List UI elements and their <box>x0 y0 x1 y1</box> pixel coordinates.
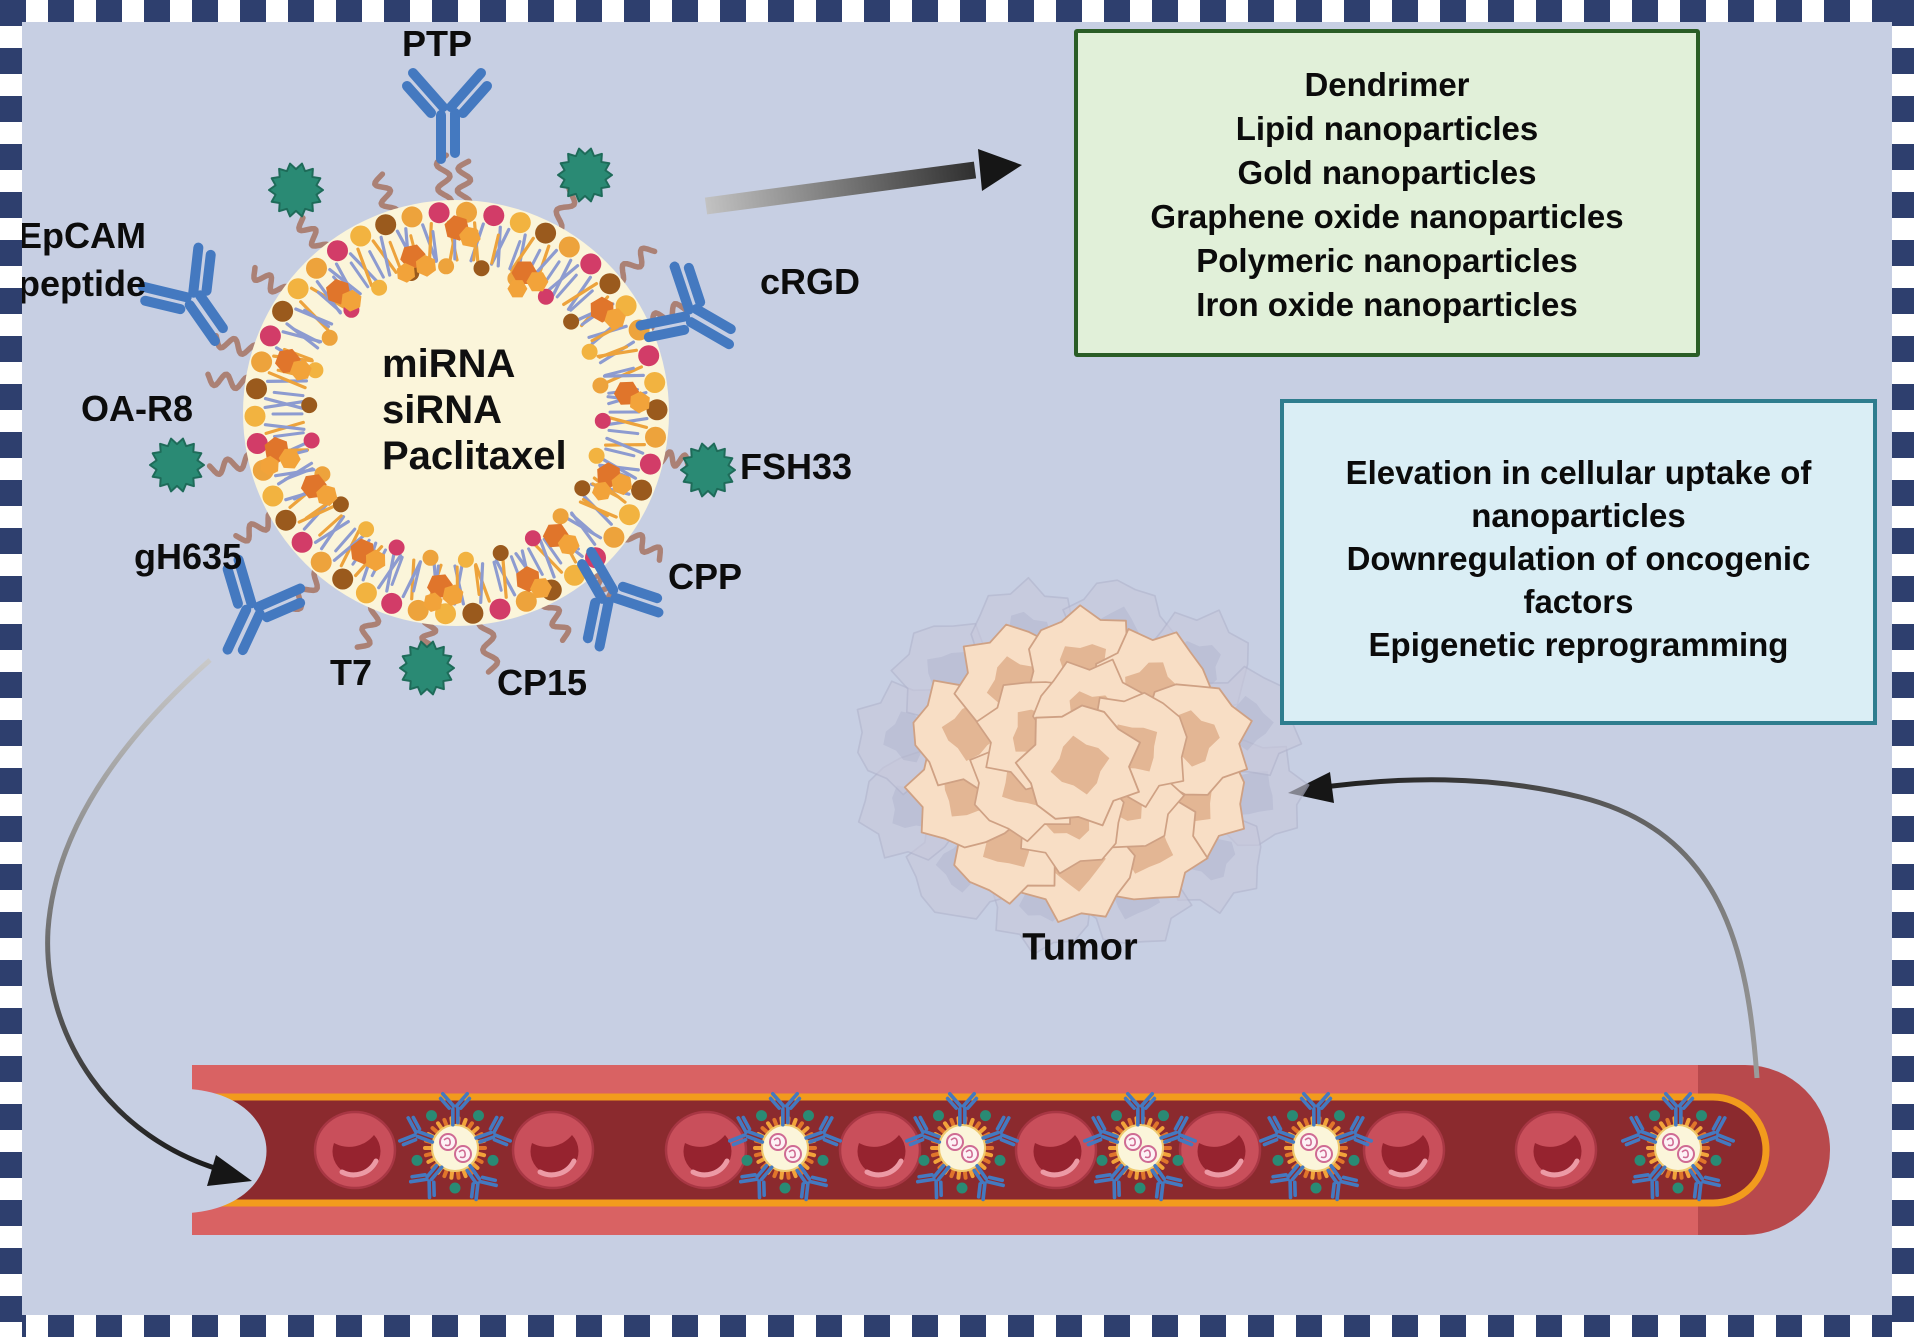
carrier-item: Iron oxide nanoparticles <box>1196 286 1578 323</box>
therapeutic-effects-box: Elevation in cellular uptake of nanopart… <box>1280 399 1877 725</box>
aptamer-star-icon <box>267 162 325 218</box>
red-blood-cell <box>1180 1112 1260 1188</box>
carrier-item: Dendrimer <box>1304 66 1470 103</box>
red-blood-cell <box>1364 1112 1444 1188</box>
nanoparticle-cargo-text: miRNA siRNA Paclitaxel <box>382 341 567 479</box>
carrier-types-box: Dendrimer Lipid nanoparticles Gold nanop… <box>1074 29 1700 357</box>
label-epcam-peptide: EpCAM peptide <box>18 215 147 304</box>
aptamer-star-icon <box>148 437 206 493</box>
red-blood-cell <box>1016 1112 1096 1188</box>
dashed-border-right <box>1892 0 1914 1337</box>
red-blood-cell <box>666 1112 746 1188</box>
tumor-cluster <box>856 576 1310 956</box>
blood-vessel <box>190 1065 1830 1235</box>
label-cp15: CP15 <box>496 662 588 703</box>
carrier-item: Graphene oxide nanoparticles <box>1150 198 1624 235</box>
dashed-border-left <box>0 0 22 1337</box>
label-crgd: cRGD <box>759 261 861 302</box>
carrier-item: Polymeric nanoparticles <box>1196 242 1578 279</box>
red-blood-cell <box>840 1112 920 1188</box>
red-blood-cell <box>513 1112 593 1188</box>
cargo-line-mirna: miRNA <box>382 342 516 386</box>
label-gh635: gH635 <box>133 536 243 577</box>
cargo-line-sirna: siRNA <box>382 388 503 432</box>
effect-item: Downregulation of oncogenic factors <box>1346 540 1811 620</box>
arrow-to-vessel <box>45 658 229 1175</box>
antibody-icon <box>407 73 487 159</box>
label-fsh33: FSH33 <box>739 446 853 487</box>
effect-item: Elevation in cellular uptake of nanopart… <box>1345 454 1812 534</box>
red-blood-cell <box>1516 1112 1596 1188</box>
effect-item: Epigenetic reprogramming <box>1368 626 1789 663</box>
cargo-line-paclitaxel: Paclitaxel <box>382 434 567 478</box>
dashed-border-bottom <box>0 1315 1914 1337</box>
aptamer-star-icon <box>398 640 456 696</box>
nanoparticle-liposome <box>138 73 752 696</box>
label-tumor: Tumor <box>1022 926 1138 969</box>
label-ptp: PTP <box>401 23 473 64</box>
carrier-item: Gold nanoparticles <box>1237 154 1537 191</box>
arrow-to-carrier-box <box>704 161 977 215</box>
aptamer-star-icon <box>679 442 737 498</box>
red-blood-cell <box>315 1112 395 1188</box>
arrow-to-tumor <box>1309 777 1760 1079</box>
label-oa-r8: OA-R8 <box>80 388 194 429</box>
aptamer-star-icon <box>556 147 614 203</box>
label-t7: T7 <box>329 652 373 693</box>
carrier-item: Lipid nanoparticles <box>1235 110 1539 147</box>
dashed-border-top <box>0 0 1914 22</box>
label-cpp: CPP <box>667 556 743 597</box>
